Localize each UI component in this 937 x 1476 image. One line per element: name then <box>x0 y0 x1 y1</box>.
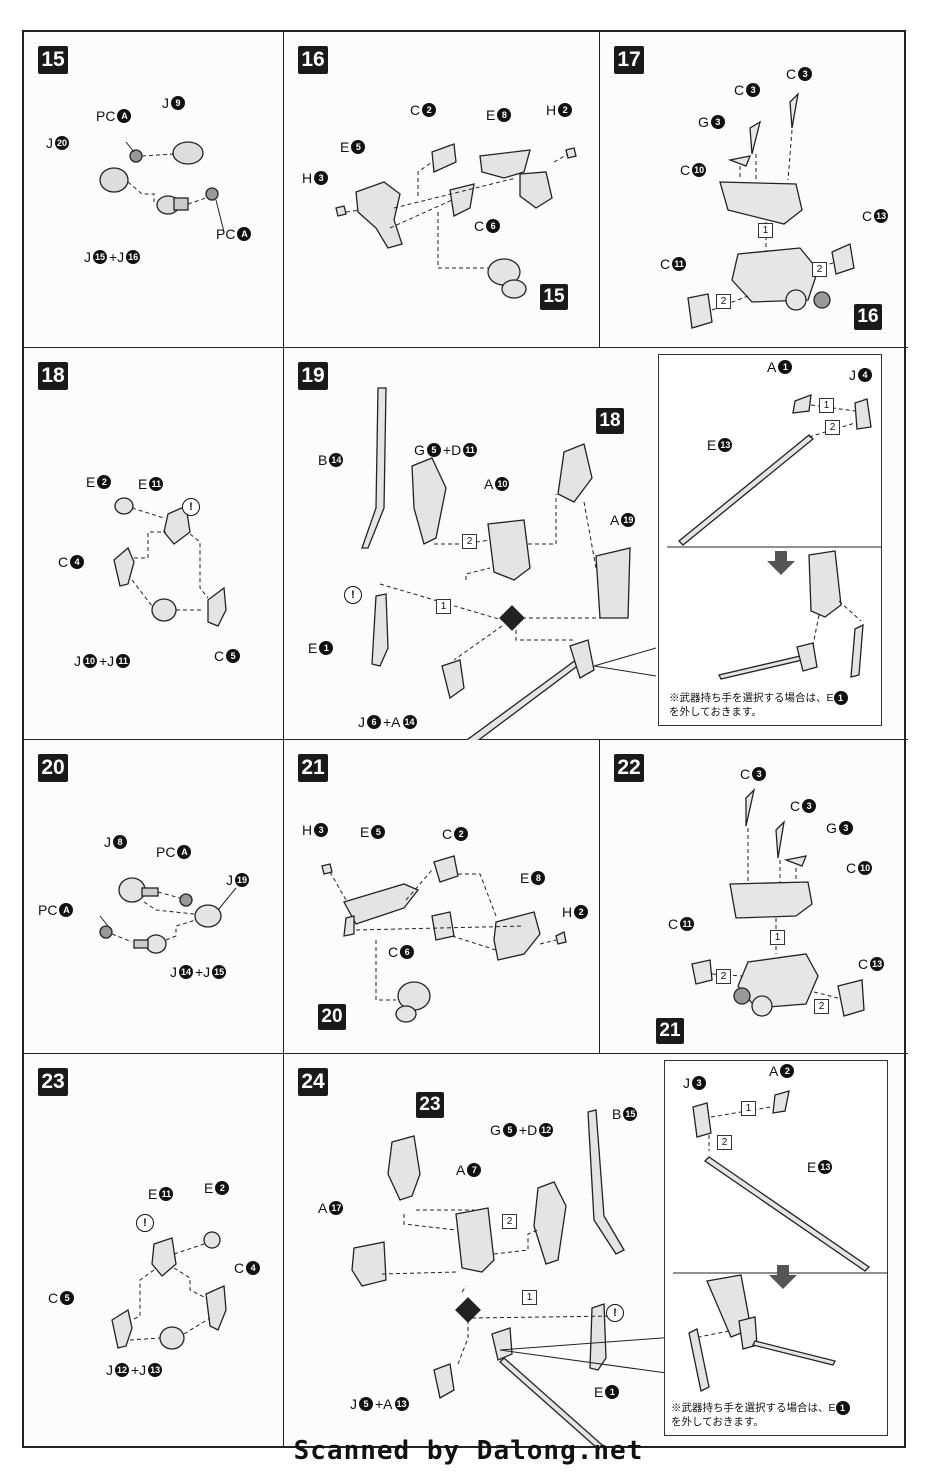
step-number: 24 <box>298 1068 328 1096</box>
step-number: 20 <box>38 754 68 782</box>
inset-diagram <box>667 394 881 680</box>
step-number: 22 <box>614 754 644 782</box>
reference-step-21: 21 <box>656 1018 684 1044</box>
reference-step-23: 23 <box>416 1092 444 1118</box>
inset-diagram <box>673 1090 887 1392</box>
step-number: 16 <box>298 46 328 74</box>
step-number: 17 <box>614 46 644 74</box>
step-22-parts-diagram <box>691 787 865 1017</box>
step-16-parts-diagram <box>335 143 577 299</box>
reference-step-15: 15 <box>540 284 568 310</box>
step-number: 15 <box>38 46 68 74</box>
step-19-parts-diagram <box>361 387 657 740</box>
step-24-parts-diagram <box>351 1109 689 1448</box>
step-23-parts-diagram <box>111 1231 227 1350</box>
step-21-parts-diagram <box>321 855 567 1023</box>
step-20-parts-diagram <box>99 877 237 954</box>
step-number: 18 <box>38 362 68 390</box>
reference-step-16: 16 <box>854 304 882 330</box>
reference-step-20: 20 <box>318 1004 346 1030</box>
step-17-parts-diagram <box>687 92 855 329</box>
scanner-credit: Scanned by Dalong.net <box>293 1436 644 1466</box>
step-15-parts-diagram <box>99 141 225 233</box>
step-number: 21 <box>298 754 328 782</box>
reference-step-18: 18 <box>596 408 624 434</box>
step-18-parts-diagram <box>113 497 227 627</box>
step-number: 23 <box>38 1068 68 1096</box>
step-number: 19 <box>298 362 328 390</box>
